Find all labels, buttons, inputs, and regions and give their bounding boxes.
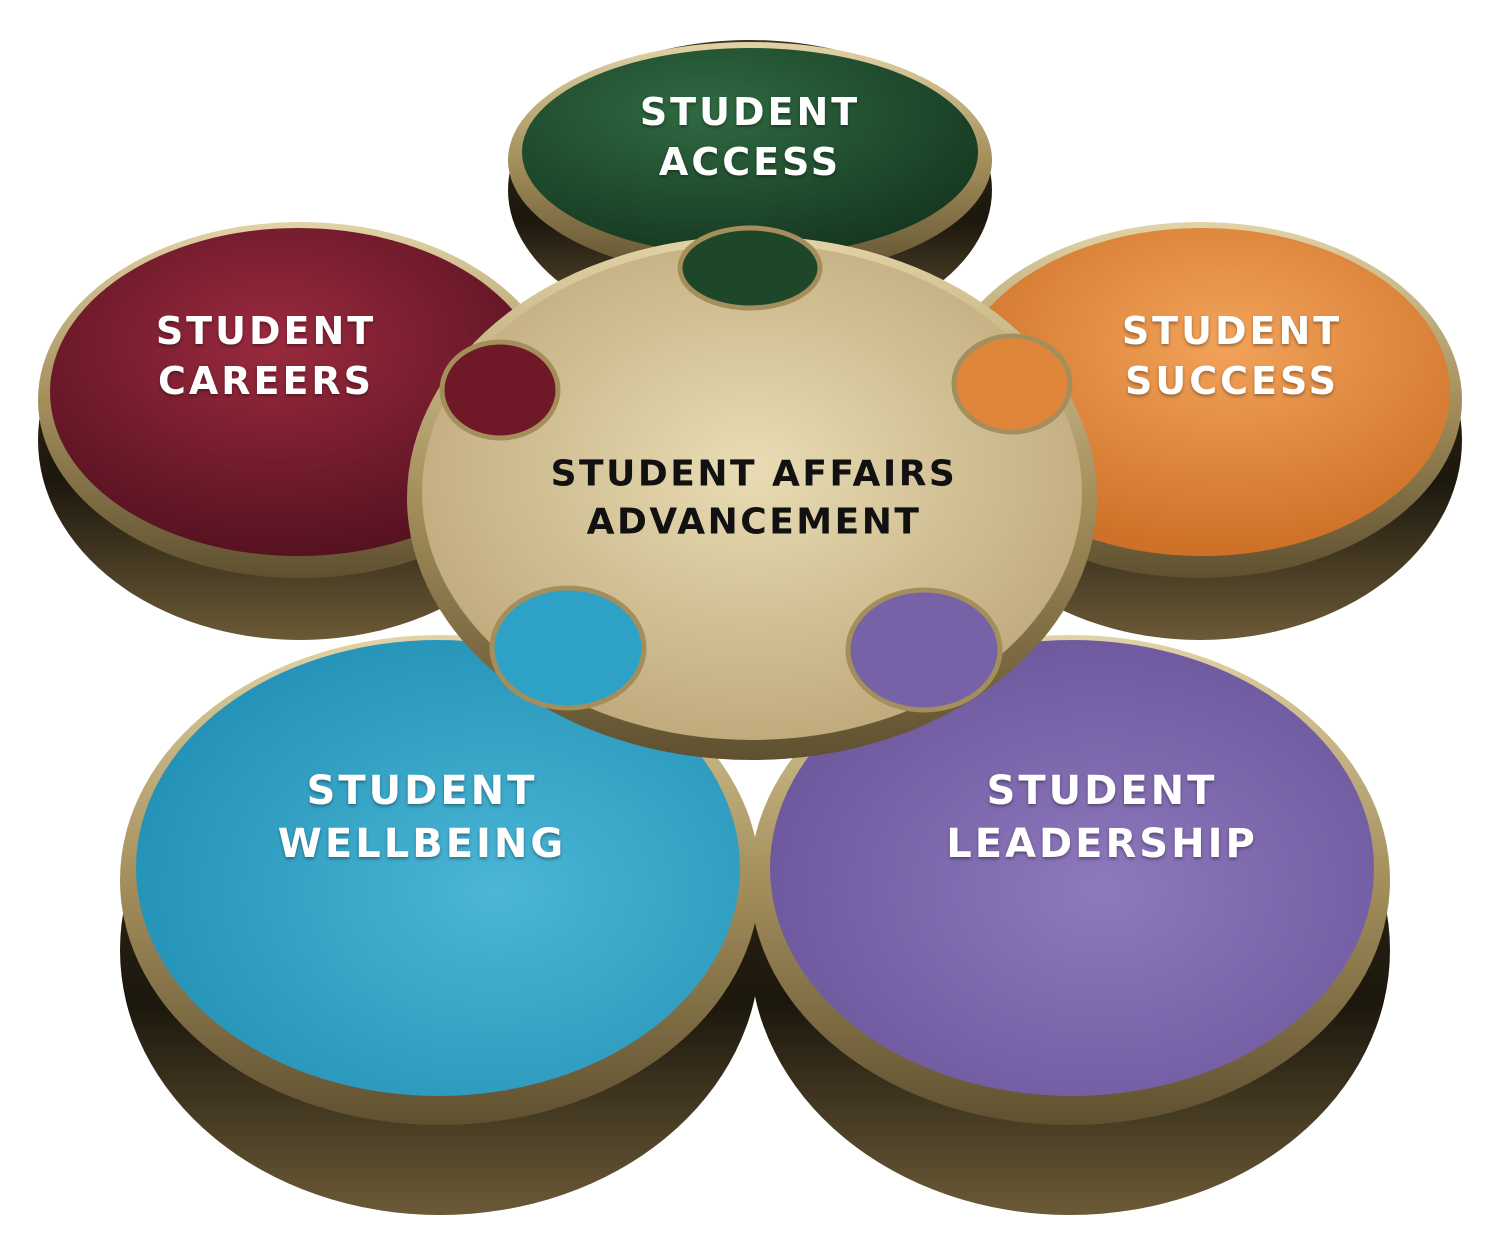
label-student-success: STUDENT SUCCESS [1122,306,1342,406]
tab-access [677,225,823,311]
label-student-leadership-line1: STUDENT [986,768,1218,815]
tab-careers [439,339,561,441]
tab-wellbeing [489,585,647,711]
label-student-success-line1: STUDENT [1121,308,1343,353]
label-student-access: STUDENT ACCESS [640,87,860,187]
tab-success [951,333,1073,435]
label-student-careers-line2: CAREERS [157,359,375,403]
piece-top-layer [50,48,1450,1096]
label-center-line2: ADVANCEMENT [586,501,922,542]
label-student-wellbeing: STUDENT WELLBEING [278,765,566,871]
piece-leadership [770,640,1374,1096]
piece-access [522,48,978,256]
label-student-wellbeing-line1: STUDENT [306,768,538,815]
label-student-affairs-advancement: STUDENT AFFAIRS ADVANCEMENT [551,450,958,545]
label-student-careers-line1: STUDENT [155,308,377,353]
label-center-line1: STUDENT AFFAIRS [550,453,958,495]
label-student-access-line2: ACCESS [658,140,842,184]
label-student-success-line2: SUCCESS [1125,359,1339,403]
puzzle-tabs [439,225,1073,713]
label-student-wellbeing-line2: WELLBEING [277,821,567,867]
piece-wellbeing [136,640,740,1096]
label-student-access-line1: STUDENT [639,89,861,134]
label-student-leadership-line2: LEADERSHIP [946,821,1258,867]
label-student-careers: STUDENT CAREERS [156,306,376,406]
label-student-leadership: STUDENT LEADERSHIP [946,765,1258,871]
tab-leadership [845,587,1003,713]
